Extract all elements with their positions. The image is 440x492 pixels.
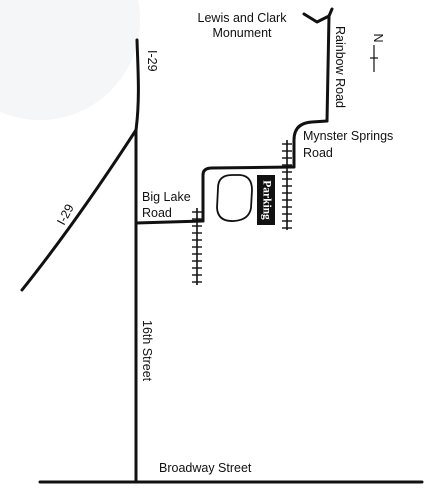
monument-label-line1: Lewis and Clark (198, 11, 288, 25)
i29-west-line (20, 128, 138, 292)
monument-spur (302, 7, 334, 24)
parking-label: Parking (260, 180, 272, 220)
rainbow-road-line (325, 14, 331, 123)
i29-north-line (134, 38, 140, 132)
map-shading (0, 0, 140, 120)
railroad-left (192, 208, 202, 285)
mynster-springs-label-line1: Mynster Springs (303, 129, 393, 143)
big-lake-road-label-line2: Road (142, 206, 172, 220)
compass-letter: N (371, 33, 385, 42)
park-loop-road (201, 165, 296, 223)
lake-shape (216, 174, 253, 222)
broadway-street-label: Broadway Street (159, 461, 252, 475)
i29-north-label: I-29 (145, 50, 159, 72)
mynster-springs-road-line (292, 119, 329, 169)
big-lake-road-label-line1: Big Lake (142, 190, 191, 204)
mynster-springs-label-line2: Road (303, 146, 333, 160)
parking-lot (257, 175, 275, 225)
sixteenth-street-label: 16th Street (140, 320, 154, 382)
railroad-right (282, 140, 292, 230)
big-lake-road-line (134, 219, 205, 225)
monument-label-line2: Monument (212, 26, 272, 40)
north-arrow: N (370, 33, 385, 72)
rainbow-road-label: Rainbow Road (333, 26, 347, 108)
